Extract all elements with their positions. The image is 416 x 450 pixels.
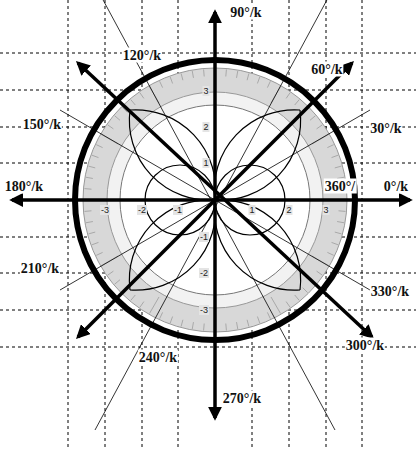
protractor-tick: [271, 297, 281, 313]
angle-label: 60°/k: [310, 62, 343, 77]
axis-number: -1: [173, 205, 183, 215]
angle-label: 300°/k: [345, 338, 385, 353]
protractor-tick: [160, 312, 163, 318]
protractor-tick: [181, 73, 183, 80]
protractor-tick: [257, 77, 259, 84]
protractor-tick: [115, 280, 120, 284]
protractor-tick: [257, 317, 259, 324]
protractor-tick: [84, 188, 91, 190]
protractor-tick: [335, 232, 342, 234]
protractor-tick: [131, 100, 135, 105]
protractor-tick: [237, 71, 238, 78]
protractor-tick: [115, 116, 120, 120]
angle-label: 0°/k: [383, 179, 409, 194]
protractor-tick: [247, 73, 249, 80]
protractor-tick: [192, 322, 193, 329]
protractor-tick: [225, 324, 227, 331]
protractor-tick: [317, 271, 323, 275]
protractor-tick: [150, 297, 160, 313]
axis-number: 1: [248, 205, 255, 215]
axis-number: 2: [285, 205, 292, 215]
protractor-tick: [84, 210, 91, 212]
protractor-tick: [92, 242, 99, 244]
angle-label: 30°/k: [369, 121, 402, 136]
angle-label: 90°/k: [229, 5, 262, 20]
angle-label: 270°/k: [222, 391, 262, 406]
protractor-tick: [339, 210, 346, 212]
protractor-tick: [310, 116, 315, 120]
protractor-tick: [237, 322, 238, 329]
axis-number: 3: [202, 86, 209, 96]
protractor-tick: [108, 125, 114, 129]
protractor-tick: [170, 317, 172, 324]
axis-number: 3: [322, 205, 329, 215]
angle-label: 330°/k: [370, 284, 410, 299]
protractor-tick: [88, 166, 95, 168]
angle-label: 180°/k: [4, 179, 44, 194]
protractor-tick: [160, 81, 163, 87]
axis-number: -1: [199, 232, 209, 242]
protractor-tick: [181, 320, 183, 327]
protractor-tick: [96, 145, 102, 148]
angle-label: 120°/k: [122, 48, 162, 63]
protractor-tick: [327, 145, 333, 148]
protractor-tick: [247, 320, 249, 327]
protractor-tick: [203, 69, 205, 76]
protractor-tick: [286, 93, 290, 99]
protractor-tick: [140, 93, 144, 99]
protractor-tick: [327, 252, 333, 255]
protractor-tick: [88, 232, 95, 234]
axis-number: -2: [199, 268, 209, 278]
protractor-tick: [203, 324, 205, 331]
axis-number: -3: [100, 205, 110, 215]
angle-label: 360°/: [324, 179, 357, 194]
protractor-tick: [303, 288, 308, 293]
protractor-tick: [332, 155, 339, 157]
protractor-tick: [295, 100, 299, 105]
protractor-tick: [317, 125, 323, 129]
axis-number: 1: [202, 158, 209, 168]
protractor-tick: [332, 242, 339, 244]
protractor-tick: [335, 166, 342, 168]
protractor-tick: [286, 302, 290, 308]
protractor-tick: [131, 295, 135, 300]
protractor-tick: [295, 295, 299, 300]
protractor-tick: [170, 77, 172, 84]
protractor-tick: [86, 177, 93, 178]
protractor-tick: [140, 302, 144, 308]
protractor-tick: [86, 222, 93, 223]
axis-number: -2: [137, 205, 147, 215]
protractor-tick: [267, 81, 270, 87]
protractor-tick: [96, 252, 102, 255]
angle-label: 240°/k: [138, 350, 178, 365]
protractor-tick: [267, 312, 270, 318]
protractor-tick: [108, 271, 114, 275]
protractor-tick: [337, 222, 344, 223]
protractor-tick: [92, 155, 99, 157]
axis-number: 2: [202, 122, 209, 132]
protractor-tick: [192, 71, 193, 78]
axis-number: -3: [199, 305, 209, 315]
angle-label: 150°/k: [22, 117, 62, 132]
angle-label: 210°/k: [20, 261, 60, 276]
protractor-tick: [225, 69, 227, 76]
